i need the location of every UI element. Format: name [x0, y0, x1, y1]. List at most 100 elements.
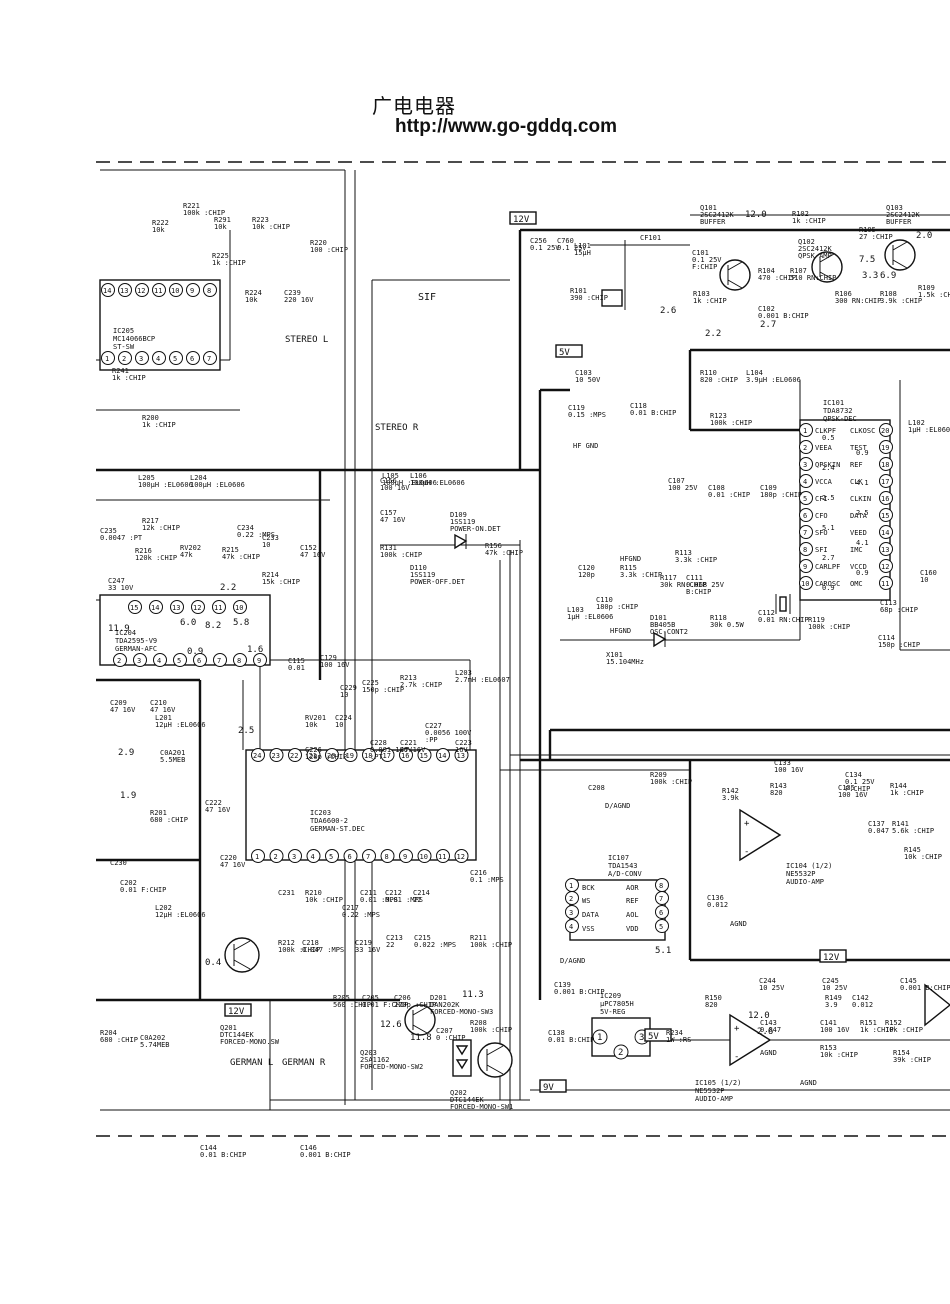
- transistor-function: FORCED-MONO-SW2: [360, 1063, 423, 1071]
- ic-pin: [325, 748, 339, 762]
- component-value: 270p :CHIP: [394, 1001, 436, 1009]
- ic-pin: [799, 491, 813, 505]
- ic-pin: [186, 283, 200, 297]
- component-value: 100k :CHIP: [470, 1026, 512, 1034]
- ic-pin: [325, 849, 339, 863]
- component-ref: R209: [650, 771, 667, 779]
- component-value: 680 :CHIP: [150, 816, 188, 824]
- transistor-part: 2SC2412K: [798, 245, 833, 253]
- ic-pin: [306, 849, 321, 863]
- transistor-label: Q202: [450, 1089, 467, 1097]
- component-ref: RV201: [305, 714, 326, 722]
- component-ref: L103: [567, 606, 584, 614]
- ic-pin: [799, 457, 813, 471]
- component-value: 100 16V: [838, 791, 868, 799]
- component-ref: R150: [705, 994, 722, 1002]
- ic101-pin-name: CLK: [850, 478, 863, 486]
- component-value: 120k :CHIP: [135, 554, 177, 562]
- ic-label: IC204: [115, 629, 136, 637]
- component-ref: C213: [386, 934, 403, 942]
- component-value: 47 16V: [300, 551, 326, 559]
- component-value: 0.01 F:CHIP: [120, 886, 166, 894]
- voltage-readout: 2.0: [916, 231, 932, 241]
- component-value: 0.001 B:CHIP: [554, 988, 605, 996]
- component-ref: C108: [708, 484, 725, 492]
- diode-label: D201: [430, 994, 447, 1002]
- rail-tag: 12V: [224, 1003, 252, 1017]
- component-ref: C229: [340, 684, 357, 692]
- filter-cf101: [601, 289, 623, 307]
- wire-bus: [96, 169, 950, 1111]
- transistor-label: Q203: [360, 1049, 377, 1057]
- component-ref: C135: [838, 784, 855, 792]
- ic-pin: [879, 542, 893, 556]
- component-value: 100 :CHIP: [310, 246, 348, 254]
- component-value: 0.01 :MPS: [385, 896, 423, 904]
- ic-pin-number: 10: [801, 580, 809, 588]
- component-ref: R152: [885, 1019, 902, 1027]
- component-value: 10: [340, 691, 348, 699]
- ic101-pin-name: OMC: [850, 580, 863, 588]
- ic-pin: [799, 542, 813, 556]
- component-value: 10: [262, 541, 270, 549]
- component-value: 100 16V: [320, 661, 350, 669]
- component-ref: R210: [305, 889, 322, 897]
- component-value: 0 :CHIP: [436, 1034, 466, 1042]
- component-ref: C120: [578, 564, 595, 572]
- transistor-part: DTC144EK: [450, 1096, 485, 1104]
- component-ref: R211: [470, 934, 487, 942]
- transistor-label: Q101: [700, 204, 717, 212]
- component-ref: C113: [880, 599, 897, 607]
- ic-pin-number: 2: [117, 657, 121, 665]
- opamp-partial: [924, 983, 950, 1027]
- ic-pin-number: 17: [881, 478, 889, 486]
- voltage-readout: 0.4: [205, 958, 221, 968]
- rail-tag-text: 9V: [543, 1083, 554, 1093]
- component-value: 100k :CHIP: [380, 551, 422, 559]
- ic-pin: [135, 351, 149, 365]
- ic-pin-number: 21: [309, 752, 317, 760]
- ground-label: D/AGND: [560, 957, 585, 965]
- component-ref: C211: [360, 889, 377, 897]
- ic-pin-number: 16: [401, 752, 409, 760]
- component-ref: C212: [385, 889, 402, 897]
- component-value: 3.3k :CHIP: [620, 571, 662, 579]
- component-value: 22: [413, 896, 421, 904]
- component-ref: L106: [410, 472, 427, 480]
- component-ref: C228: [370, 739, 387, 747]
- component-ref: C103: [575, 369, 592, 377]
- component-value: 10k: [214, 223, 227, 231]
- component-ref: C141: [820, 1019, 837, 1027]
- component-value: 10: [335, 721, 343, 729]
- component-ref: C247: [108, 577, 125, 585]
- ic-pin-number: 18: [364, 752, 372, 760]
- component-value: 510 RN:CHIP: [790, 274, 836, 282]
- diode-label: D101: [650, 614, 667, 622]
- ic-pin-number: 2: [122, 355, 126, 363]
- ic-label: IC107: [608, 854, 629, 862]
- rail-tag-text: 5V: [559, 348, 570, 358]
- ic-pin: [454, 748, 469, 762]
- ic-pin-number: 16: [881, 495, 889, 503]
- component-value: F:CHIP: [692, 263, 717, 271]
- component-ref: C223: [455, 739, 472, 747]
- ic-pin-number: 8: [207, 287, 211, 295]
- rail-tag-text: 12V: [228, 1007, 245, 1017]
- ic101-pin-name: CLKIN: [850, 495, 871, 503]
- ic-pin-number: 20: [881, 427, 889, 435]
- ic-pin-number: 7: [217, 657, 221, 665]
- ic-label: IC105 (1/2): [695, 1079, 741, 1087]
- component-ref: R115: [620, 564, 637, 572]
- ic-pin-number: 24: [253, 752, 261, 760]
- component-value: 10: [920, 576, 928, 584]
- component-ref: C101: [692, 249, 709, 257]
- component-value: 120p :CHIP: [305, 753, 347, 761]
- component-value: 33 16V: [355, 946, 381, 954]
- ic-pin: [173, 653, 187, 667]
- ic-pin-number: 10: [171, 287, 179, 295]
- ic-pin: [362, 748, 376, 762]
- voltage-readout: 2.7: [822, 554, 835, 562]
- ic107-pin-name: BCK: [582, 884, 595, 892]
- ic-pin-number: 5: [173, 355, 177, 363]
- component-ref: C115: [288, 657, 305, 665]
